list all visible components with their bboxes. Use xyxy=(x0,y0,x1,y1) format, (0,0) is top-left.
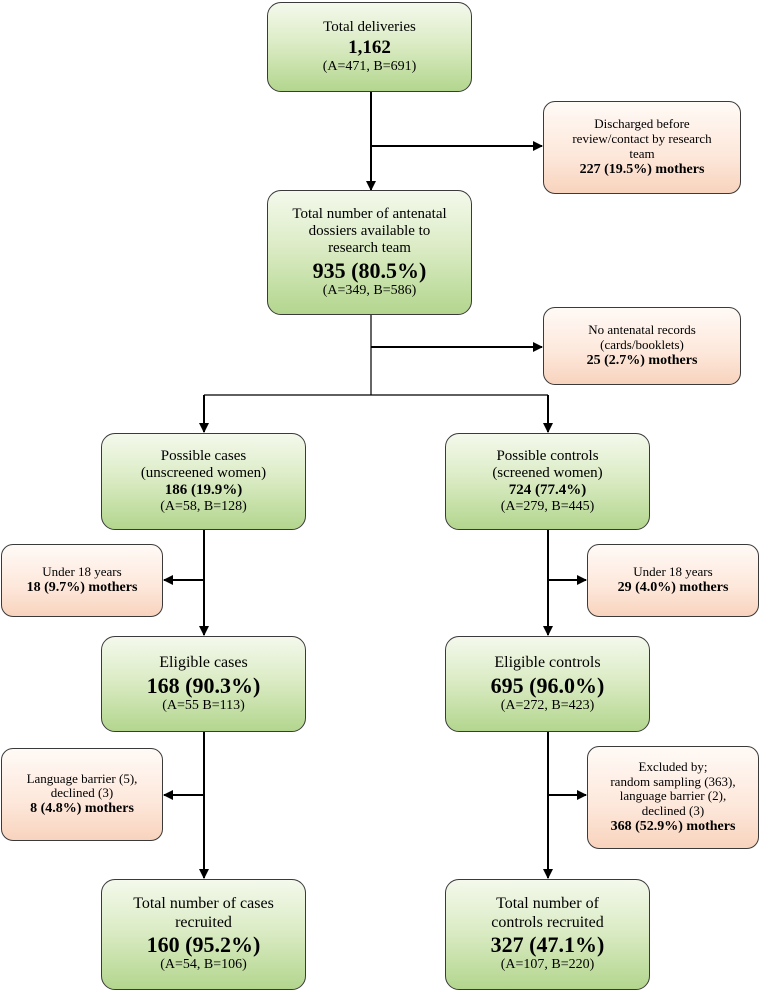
excluded-cases-count: 8 (4.8%) mothers xyxy=(30,801,134,817)
excluded-controls-line1: Excluded by; xyxy=(638,758,708,774)
excluded-controls-box: Excluded by; random sampling (363), lang… xyxy=(587,746,759,849)
dossiers-line1: Total number of antenatal xyxy=(292,205,447,222)
possible-cases-line2: (unscreened women) xyxy=(140,464,267,481)
eligible-cases-title: Eligible cases xyxy=(159,654,248,672)
recruited-controls-line2: controls recruited xyxy=(491,913,604,931)
discharged-box: Discharged before review/contact by rese… xyxy=(543,101,741,194)
discharged-line3: team xyxy=(629,145,655,161)
excluded-controls-count: 368 (52.9%) mothers xyxy=(610,819,736,835)
discharged-line1: Discharged before xyxy=(594,116,690,132)
excluded-cases-line2: declined (3) xyxy=(50,785,114,801)
no-records-line1: No antenatal records xyxy=(588,322,696,338)
possible-controls-line1: Possible controls xyxy=(496,447,599,464)
recruited-controls-split: (A=107, B=220) xyxy=(500,957,595,973)
possible-cases-split: (A=58, B=128) xyxy=(160,499,247,515)
total-deliveries-split: (A=471, B=691) xyxy=(322,58,417,74)
recruited-cases-line1: Total number of cases xyxy=(133,895,274,913)
under18-cases-count: 18 (9.7%) mothers xyxy=(26,579,138,595)
dossiers-line2: dossiers available to xyxy=(308,223,431,240)
possible-cases-box: Possible cases (unscreened women) 186 (1… xyxy=(101,433,306,530)
eligible-controls-box: Eligible controls 695 (96.0%) (A=272, B=… xyxy=(445,636,650,732)
excluded-controls-line2: random sampling (363), xyxy=(610,773,736,789)
eligible-controls-split: (A=272, B=423) xyxy=(500,697,595,713)
eligible-controls-count: 695 (96.0%) xyxy=(490,672,605,698)
recruited-controls-box: Total number of controls recruited 327 (… xyxy=(445,879,650,990)
discharged-line2: review/contact by research xyxy=(572,130,712,146)
no-records-line2: (cards/booklets) xyxy=(600,336,684,352)
no-records-box: No antenatal records (cards/booklets) 25… xyxy=(543,307,741,385)
recruited-controls-count: 327 (47.1%) xyxy=(490,932,605,958)
under18-cases-line1: Under 18 years xyxy=(42,563,122,579)
excluded-controls-line4: declined (3) xyxy=(641,803,705,819)
possible-controls-line2: (screened women) xyxy=(492,464,603,481)
possible-cases-line1: Possible cases xyxy=(160,447,247,464)
excluded-cases-line1: Language barrier (5), xyxy=(26,770,138,786)
antenatal-dossiers-box: Total number of antenatal dossiers avail… xyxy=(267,190,472,315)
total-deliveries-count: 1,162 xyxy=(348,36,391,58)
total-deliveries-box: Total deliveries 1,162 (A=471, B=691) xyxy=(267,2,472,92)
under18-controls-count: 29 (4.0%) mothers xyxy=(617,579,729,595)
recruited-cases-count: 160 (95.2%) xyxy=(146,932,261,958)
eligible-cases-split: (A=55 B=113) xyxy=(162,697,245,713)
no-records-count: 25 (2.7%) mothers xyxy=(586,352,698,368)
under18-controls-line1: Under 18 years xyxy=(633,563,713,579)
possible-cases-count: 186 (19.9%) xyxy=(164,482,243,499)
eligible-cases-count: 168 (90.3%) xyxy=(146,672,261,698)
eligible-cases-box: Eligible cases 168 (90.3%) (A=55 B=113) xyxy=(101,636,306,732)
recruited-cases-box: Total number of cases recruited 160 (95.… xyxy=(101,879,306,990)
under18-cases-box: Under 18 years 18 (9.7%) mothers xyxy=(1,544,163,617)
dossiers-count: 935 (80.5%) xyxy=(312,257,427,283)
excluded-controls-line3: language barrier (2), xyxy=(619,788,727,804)
dossiers-line3: research team xyxy=(328,240,411,257)
recruited-controls-line1: Total number of xyxy=(496,895,599,913)
total-deliveries-title: Total deliveries xyxy=(323,19,416,36)
possible-controls-count: 724 (77.4%) xyxy=(508,482,587,499)
recruited-cases-line2: recruited xyxy=(175,913,232,931)
dossiers-split: (A=349, B=586) xyxy=(322,282,417,298)
excluded-cases-box: Language barrier (5), declined (3) 8 (4.… xyxy=(1,748,163,841)
possible-controls-split: (A=279, B=445) xyxy=(500,499,595,515)
recruited-cases-split: (A=54, B=106) xyxy=(160,957,247,973)
eligible-controls-title: Eligible controls xyxy=(494,654,601,672)
discharged-count: 227 (19.5%) mothers xyxy=(579,161,705,177)
possible-controls-box: Possible controls (screened women) 724 (… xyxy=(445,433,650,530)
under18-controls-box: Under 18 years 29 (4.0%) mothers xyxy=(587,544,759,617)
